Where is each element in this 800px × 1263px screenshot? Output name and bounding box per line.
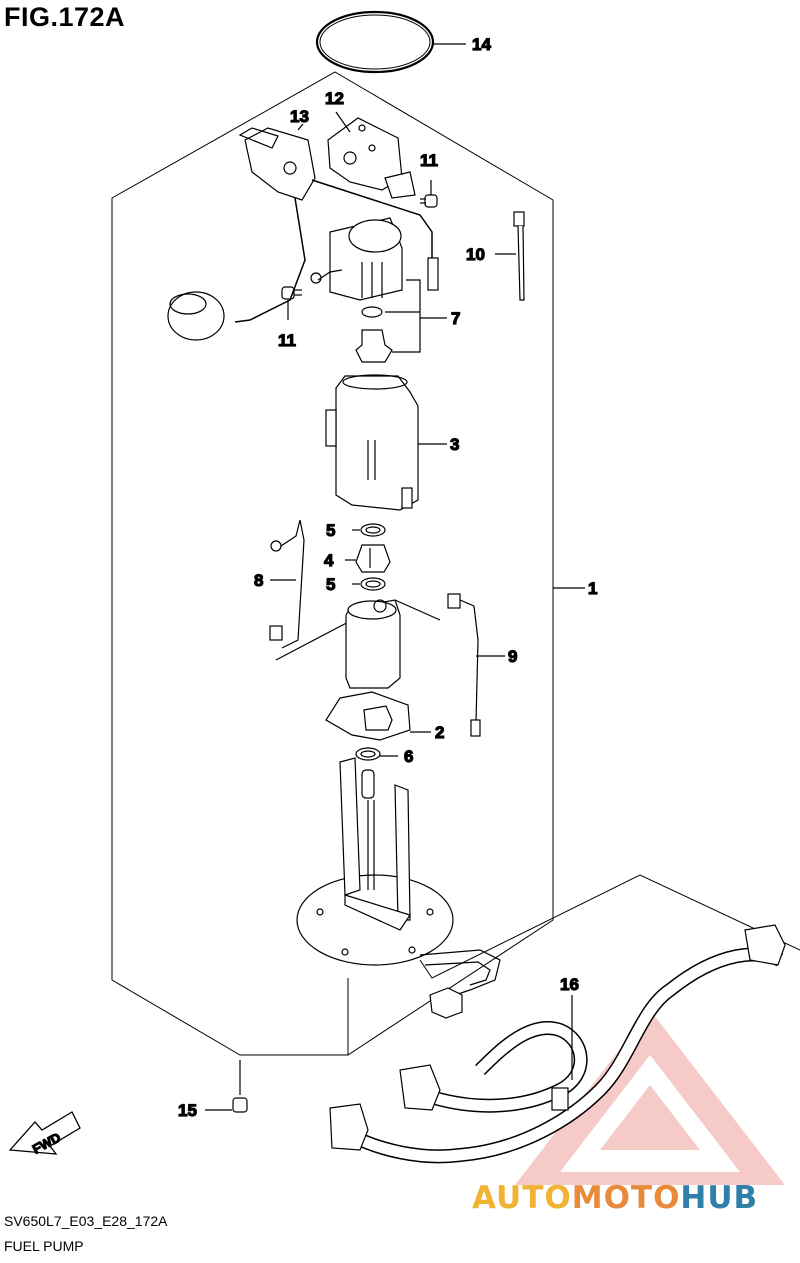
watermark-auto: AUTO — [472, 1180, 572, 1216]
figure-title: FIG.172A — [4, 2, 126, 32]
part-12-bracket — [327, 111, 416, 199]
diagram-caption: FUEL PUMP — [4, 1238, 84, 1254]
callout-13: 13 — [290, 107, 309, 126]
part-10-cable-tie — [495, 211, 525, 301]
callout-5-lower: 5 — [326, 575, 335, 594]
callout-11-lower: 11 — [278, 331, 296, 350]
pump-flange-bracket — [296, 757, 501, 1019]
part-3-filter-case — [325, 374, 447, 511]
part-11-bolt — [420, 180, 438, 208]
callout-5: 5 — [326, 521, 335, 540]
part-16-hose-assembly — [329, 924, 786, 1164]
callout-2: 2 — [435, 723, 444, 742]
callout-4: 4 — [324, 551, 334, 570]
part-8-wire-lead — [269, 519, 357, 661]
callout-11: 11 — [420, 151, 438, 170]
diagram-code: SV650L7_E03_E28_172A — [4, 1213, 168, 1229]
watermark-moto: MOTO — [571, 1180, 681, 1216]
part-5-o-ring — [352, 523, 386, 537]
assembly-frame — [111, 71, 554, 1056]
part-5-o-ring-lower — [352, 577, 386, 591]
callout-10: 10 — [466, 245, 485, 264]
part-14-o-ring — [315, 10, 435, 74]
part-7-pressure-regulator — [355, 279, 447, 363]
callout-12: 12 — [325, 89, 344, 108]
watermark-logo-icon — [515, 1010, 785, 1185]
callout-8: 8 — [254, 571, 263, 590]
callout-15: 15 — [178, 1101, 197, 1120]
watermark-brand: AUTOMOTOHUB — [472, 1180, 758, 1216]
watermark-hub: HUB — [680, 1180, 759, 1216]
part-9-wire — [447, 593, 505, 737]
part-13-fuel-level-sender — [167, 123, 439, 341]
fwd-arrow-icon: FWD — [8, 1111, 81, 1157]
part-6-o-ring — [355, 747, 398, 761]
callout-1: 1 — [588, 579, 597, 598]
callout-3: 3 — [450, 435, 459, 454]
part-4-damper — [345, 544, 391, 573]
callout-14: 14 — [472, 35, 491, 54]
callout-9: 9 — [508, 647, 517, 666]
fuel-pump-motor — [345, 599, 441, 689]
callout-6: 6 — [404, 747, 413, 766]
part-15-bolt — [205, 1060, 248, 1113]
part-2-cushion — [325, 691, 431, 741]
callout-16: 16 — [560, 975, 579, 994]
callout-7: 7 — [451, 309, 460, 328]
part-11-bolt-lower — [281, 286, 302, 320]
pump-upper-housing — [310, 217, 403, 301]
